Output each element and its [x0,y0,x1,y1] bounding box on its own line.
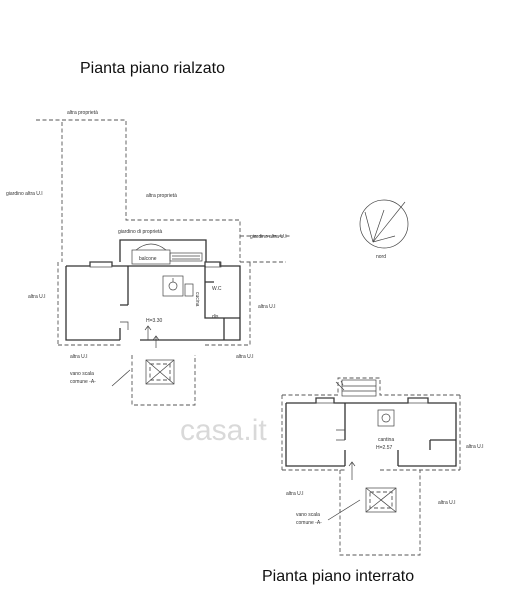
kitchen-burner [168,281,178,291]
entry-arrow-icon [144,325,152,340]
balcony-arc [135,243,167,251]
label-giardino-altra-ui-right: giardino altra U.I [250,234,287,240]
wall-corner [120,321,129,330]
title-upper-floor: Pianta piano rialzato [80,60,225,77]
label-wc: W.C [212,286,222,292]
upper-inner-walls [119,266,240,341]
kitchen-hob [162,275,184,297]
watermark: casa.it [180,414,267,447]
lower-boundary-top [282,377,460,396]
lower-plan: cantina H=2.57 altra U.I altra U.I altra… [281,377,484,556]
lower-entry-stair [341,379,377,397]
label-altra-ui-bottom-right: altra U.I [236,354,254,360]
window-bump [89,261,113,268]
lower-outer-wall [285,397,457,467]
label-altra-ui-left: altra U.I [28,294,46,300]
label-altezza-lower: H=2.57 [376,445,392,451]
label-dis: dis [212,314,219,320]
upper-stairwell [145,359,175,385]
label-nord: nord [376,254,386,260]
upper-garden-wall [119,239,207,262]
title-lower-floor: Pianta piano interrato [262,568,414,585]
label-altra-ui-left-lower: altra U.I [286,491,304,497]
compass-rays [364,209,396,243]
label-giardino-altra-ui-left: giardino altra U.I [6,191,43,197]
stair-arrow-icon [152,335,160,348]
entry-stair-steps [342,385,376,392]
label-vano-scala-lower: vano scala [296,512,320,518]
lower-inner-walls [344,403,456,466]
stair-leader [327,499,361,521]
upper-boundary-bottom-right [205,262,251,346]
entry-arrow-icon [335,380,345,391]
label-altezza-upper: H=3.30 [146,318,162,324]
label-cucina: cucina [194,292,200,307]
wall-piece [336,429,345,441]
stair-arrow-icon [348,461,356,480]
label-altra-ui-right-low: altra U.I [438,500,456,506]
label-altra-proprieta-top: altra proprietà [67,110,98,116]
upper-boundary-top [36,119,241,262]
label-balcone: balcone [139,256,157,262]
lower-stair-boundary [339,470,421,556]
window-bump [407,397,429,404]
upper-outer-wall [65,261,241,341]
meter-dial [381,413,391,423]
compass: nord [359,199,409,260]
lower-stairwell [365,487,397,513]
stair-leader [111,369,131,387]
label-comune-lower: comune -A- [296,520,322,526]
label-altra-ui-right-lower: altra U.I [466,444,484,450]
kitchen-counter [184,283,194,297]
label-altra-ui-bottom-left: altra U.I [70,354,88,360]
stair-inner [369,491,393,509]
compass-circle [359,199,409,249]
label-altra-proprieta-mid: altra proprietà [146,193,177,199]
north-arrow-icon [372,201,406,243]
balcony-railing [169,252,203,262]
upper-plan: altra proprietà altra proprietà giardino… [6,110,290,406]
stair-inner [149,363,171,381]
label-comune-upper: comune -A- [70,379,96,385]
window-bump [315,397,335,404]
utility-meter [377,409,395,427]
window-bump [204,261,222,268]
upper-stair-boundary [131,355,196,406]
label-altra-ui-right: altra U.I [258,304,276,310]
label-giardino-di-proprieta: giardino di proprietà [118,229,162,235]
label-cantina: cantina [378,437,394,443]
label-vano-scala-upper: vano scala [70,371,94,377]
